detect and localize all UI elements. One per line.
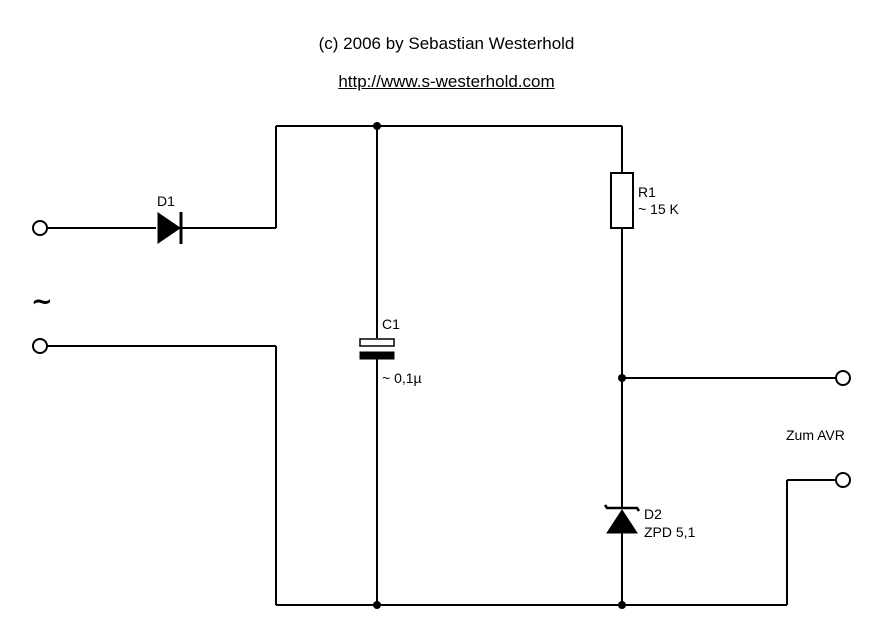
r1-value: ~ 15 K [638,201,680,217]
capacitor-c1-symbol [359,338,395,360]
d2-label: D2 [644,506,662,522]
terminal-input-1 [32,220,48,236]
terminal-output-2 [835,472,851,488]
ac-symbol: ~ [31,287,53,317]
c1-value: ~ 0,1µ [382,370,422,386]
copyright-text: (c) 2006 by Sebastian Westerhold [318,34,575,53]
c1-label: C1 [382,316,400,332]
junction-top-c1 [373,122,381,130]
wires [47,125,836,606]
zener-d2-symbol [603,504,641,534]
resistor-r1-symbol [610,172,634,229]
junction-bottom-d2 [618,601,626,609]
output-label: Zum AVR [786,427,845,443]
terminal-output-1 [835,370,851,386]
website-link[interactable]: http://www.s-westerhold.com [338,72,555,91]
r1-label: R1 [638,184,656,200]
d2-value: ZPD 5,1 [644,524,696,540]
terminal-input-2 [32,338,48,354]
junction-bottom-c1 [373,601,381,609]
diode-d1-symbol [157,212,183,244]
d1-label: D1 [157,193,175,209]
junction-output [618,374,626,382]
